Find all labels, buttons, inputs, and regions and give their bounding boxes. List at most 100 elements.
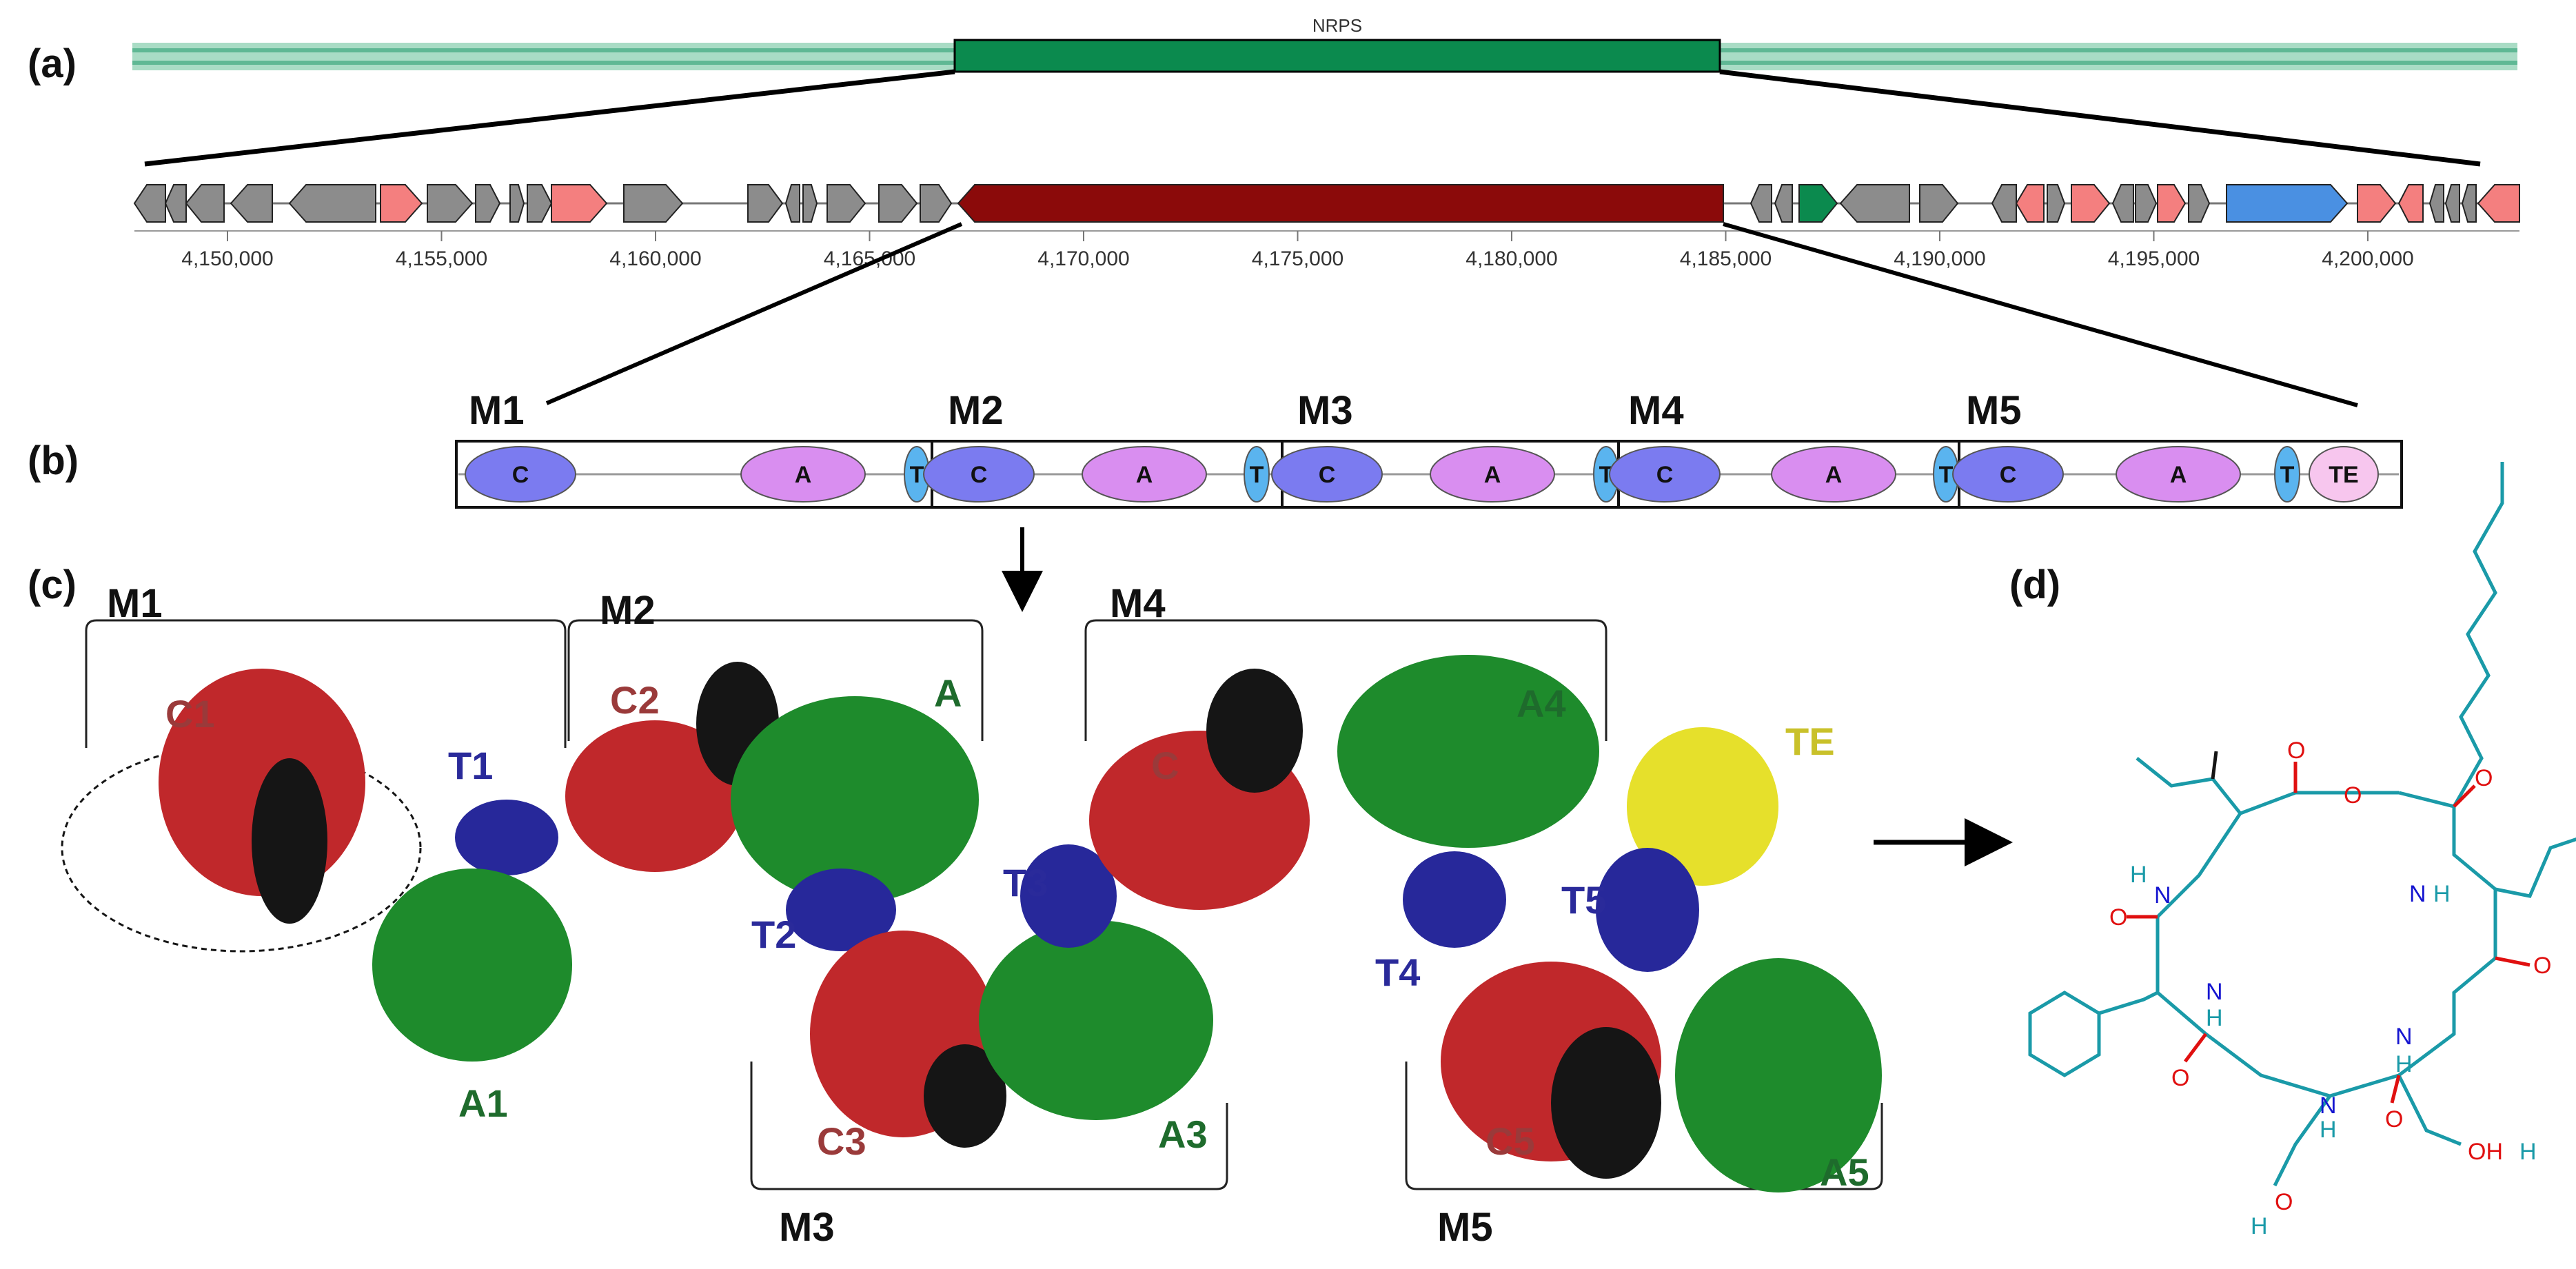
gene-arrow[interactable]: [509, 184, 525, 223]
gene-arrow[interactable]: [2188, 184, 2211, 223]
side-chain-isoleucine: [2136, 757, 2242, 815]
zoom-line-right: [1719, 69, 2481, 167]
benzyl-link: [2098, 991, 2159, 1015]
gene-arrow[interactable]: [1774, 184, 1793, 223]
panel-label-b: (b): [28, 438, 79, 483]
gene-arrow[interactable]: [784, 184, 800, 223]
nrps-track-label: NRPS: [1312, 15, 1362, 36]
module-label-m1: M1: [469, 388, 525, 433]
gene-arrow[interactable]: [747, 184, 784, 223]
struct-module-m3: M3: [779, 1205, 835, 1250]
gene-arrow[interactable]: [2397, 184, 2424, 223]
gene-arrow[interactable]: [551, 184, 608, 223]
side-chain-leucine: [2495, 837, 2576, 898]
gene-arrow[interactable]: [380, 184, 423, 223]
domain-label-a: A: [1136, 462, 1153, 488]
atom-o-2: O: [2475, 765, 2493, 791]
axis-tick-label: 4,195,000: [2108, 247, 2200, 270]
gene-arrow[interactable]: [288, 184, 376, 223]
axis-tick-label: 4,180,000: [1466, 247, 1557, 270]
atom-h-3: H: [2320, 1117, 2337, 1143]
atom-o-5: O: [2171, 1065, 2189, 1091]
gene-arrow[interactable]: [2428, 184, 2444, 223]
domain-c[interactable]: [1271, 446, 1383, 502]
zoom-line-core-right: [1723, 222, 2358, 407]
struct-module-m2: M2: [600, 588, 656, 633]
gene-arrow[interactable]: [2157, 184, 2187, 223]
gene-arrow[interactable]: [878, 184, 918, 223]
domain-label-a: A: [1484, 462, 1501, 488]
domain-label-c: C: [1319, 462, 1336, 488]
gene-arrow[interactable]: [957, 184, 1724, 223]
module-label-m2: M2: [948, 388, 1004, 433]
gene-arrow[interactable]: [164, 184, 187, 223]
atom-o-6: O: [2385, 1106, 2403, 1133]
panel-label-d: (d): [2009, 562, 2060, 607]
protein-m5-core: [1551, 1027, 1661, 1179]
gene-arrow[interactable]: [2461, 184, 2477, 223]
gene-arrow[interactable]: [2226, 184, 2349, 223]
struct-module-m5: M5: [1437, 1205, 1493, 1250]
domain-t[interactable]: [1244, 446, 1270, 502]
gene-arrow[interactable]: [920, 184, 953, 223]
gene-arrow[interactable]: [2071, 184, 2111, 223]
carbonyl-5: [2184, 1033, 2207, 1063]
gene-arrow[interactable]: [1798, 184, 1838, 223]
label-c4: C: [1151, 744, 1179, 787]
label-a1: A1: [458, 1082, 508, 1125]
stereo-bond: [2211, 751, 2218, 780]
gene-arrow[interactable]: [427, 184, 474, 223]
panel-label-c: (c): [28, 562, 77, 607]
domain-c[interactable]: [1952, 446, 2064, 502]
axis-tick-label: 4,155,000: [396, 247, 487, 270]
domain-label-a: A: [2170, 462, 2187, 488]
gene-arrow[interactable]: [802, 184, 818, 223]
protein-a1-domain: [372, 869, 572, 1062]
atom-o-ester: O: [2344, 782, 2362, 809]
gene-arrow[interactable]: [2444, 184, 2460, 223]
gene-arrow[interactable]: [185, 184, 225, 223]
domain-a[interactable]: [1082, 446, 1207, 502]
carbonyl-2: [2453, 784, 2476, 808]
gene-arrow[interactable]: [2111, 184, 2134, 223]
atom-o-1: O: [2287, 738, 2305, 764]
axis-tick-label: 4,150,000: [181, 247, 273, 270]
domain-c[interactable]: [465, 446, 576, 502]
domain-label-te: TE: [2329, 462, 2358, 488]
module-label-m4: M4: [1628, 388, 1684, 433]
carbonyl-6: [2390, 1075, 2401, 1104]
gene-arrow[interactable]: [623, 184, 684, 223]
gene-arrow[interactable]: [2047, 184, 2066, 223]
atom-h-4: H: [2206, 1005, 2223, 1031]
gene-arrow[interactable]: [527, 184, 553, 223]
gene-arrow[interactable]: [133, 184, 166, 223]
gene-arrow[interactable]: [475, 184, 501, 223]
gene-arrow[interactable]: [1991, 184, 2017, 223]
gene-arrow[interactable]: [230, 184, 273, 223]
nrps-cluster-region[interactable]: [953, 39, 1721, 73]
protein-a4-domain: [1337, 655, 1599, 848]
gene-arrow[interactable]: [2015, 184, 2045, 223]
gene-arrow[interactable]: [1839, 184, 1910, 223]
domain-a[interactable]: [2116, 446, 2241, 502]
domain-c[interactable]: [923, 446, 1035, 502]
gene-arrow[interactable]: [2357, 184, 2397, 223]
side-chain-serine: [2397, 1074, 2462, 1146]
domain-te[interactable]: [2309, 446, 2379, 502]
domain-c[interactable]: [1609, 446, 1721, 502]
domain-label-c: C: [2000, 462, 2017, 488]
domain-a[interactable]: [1430, 446, 1555, 502]
gene-arrow[interactable]: [1919, 184, 1959, 223]
gene-arrow[interactable]: [2477, 184, 2520, 223]
gene-arrow[interactable]: [826, 184, 866, 223]
domain-t[interactable]: [2274, 446, 2300, 502]
domain-a[interactable]: [740, 446, 866, 502]
macrocycle-ring: [2156, 791, 2497, 1098]
struct-module-m1: M1: [107, 581, 163, 626]
label-c1: C1: [165, 692, 215, 735]
gene-arrow[interactable]: [2135, 184, 2158, 223]
carbonyl-3: [2495, 956, 2531, 967]
atom-o-thr: O: [2275, 1189, 2293, 1215]
domain-a[interactable]: [1771, 446, 1896, 502]
gene-arrow[interactable]: [1750, 184, 1772, 223]
